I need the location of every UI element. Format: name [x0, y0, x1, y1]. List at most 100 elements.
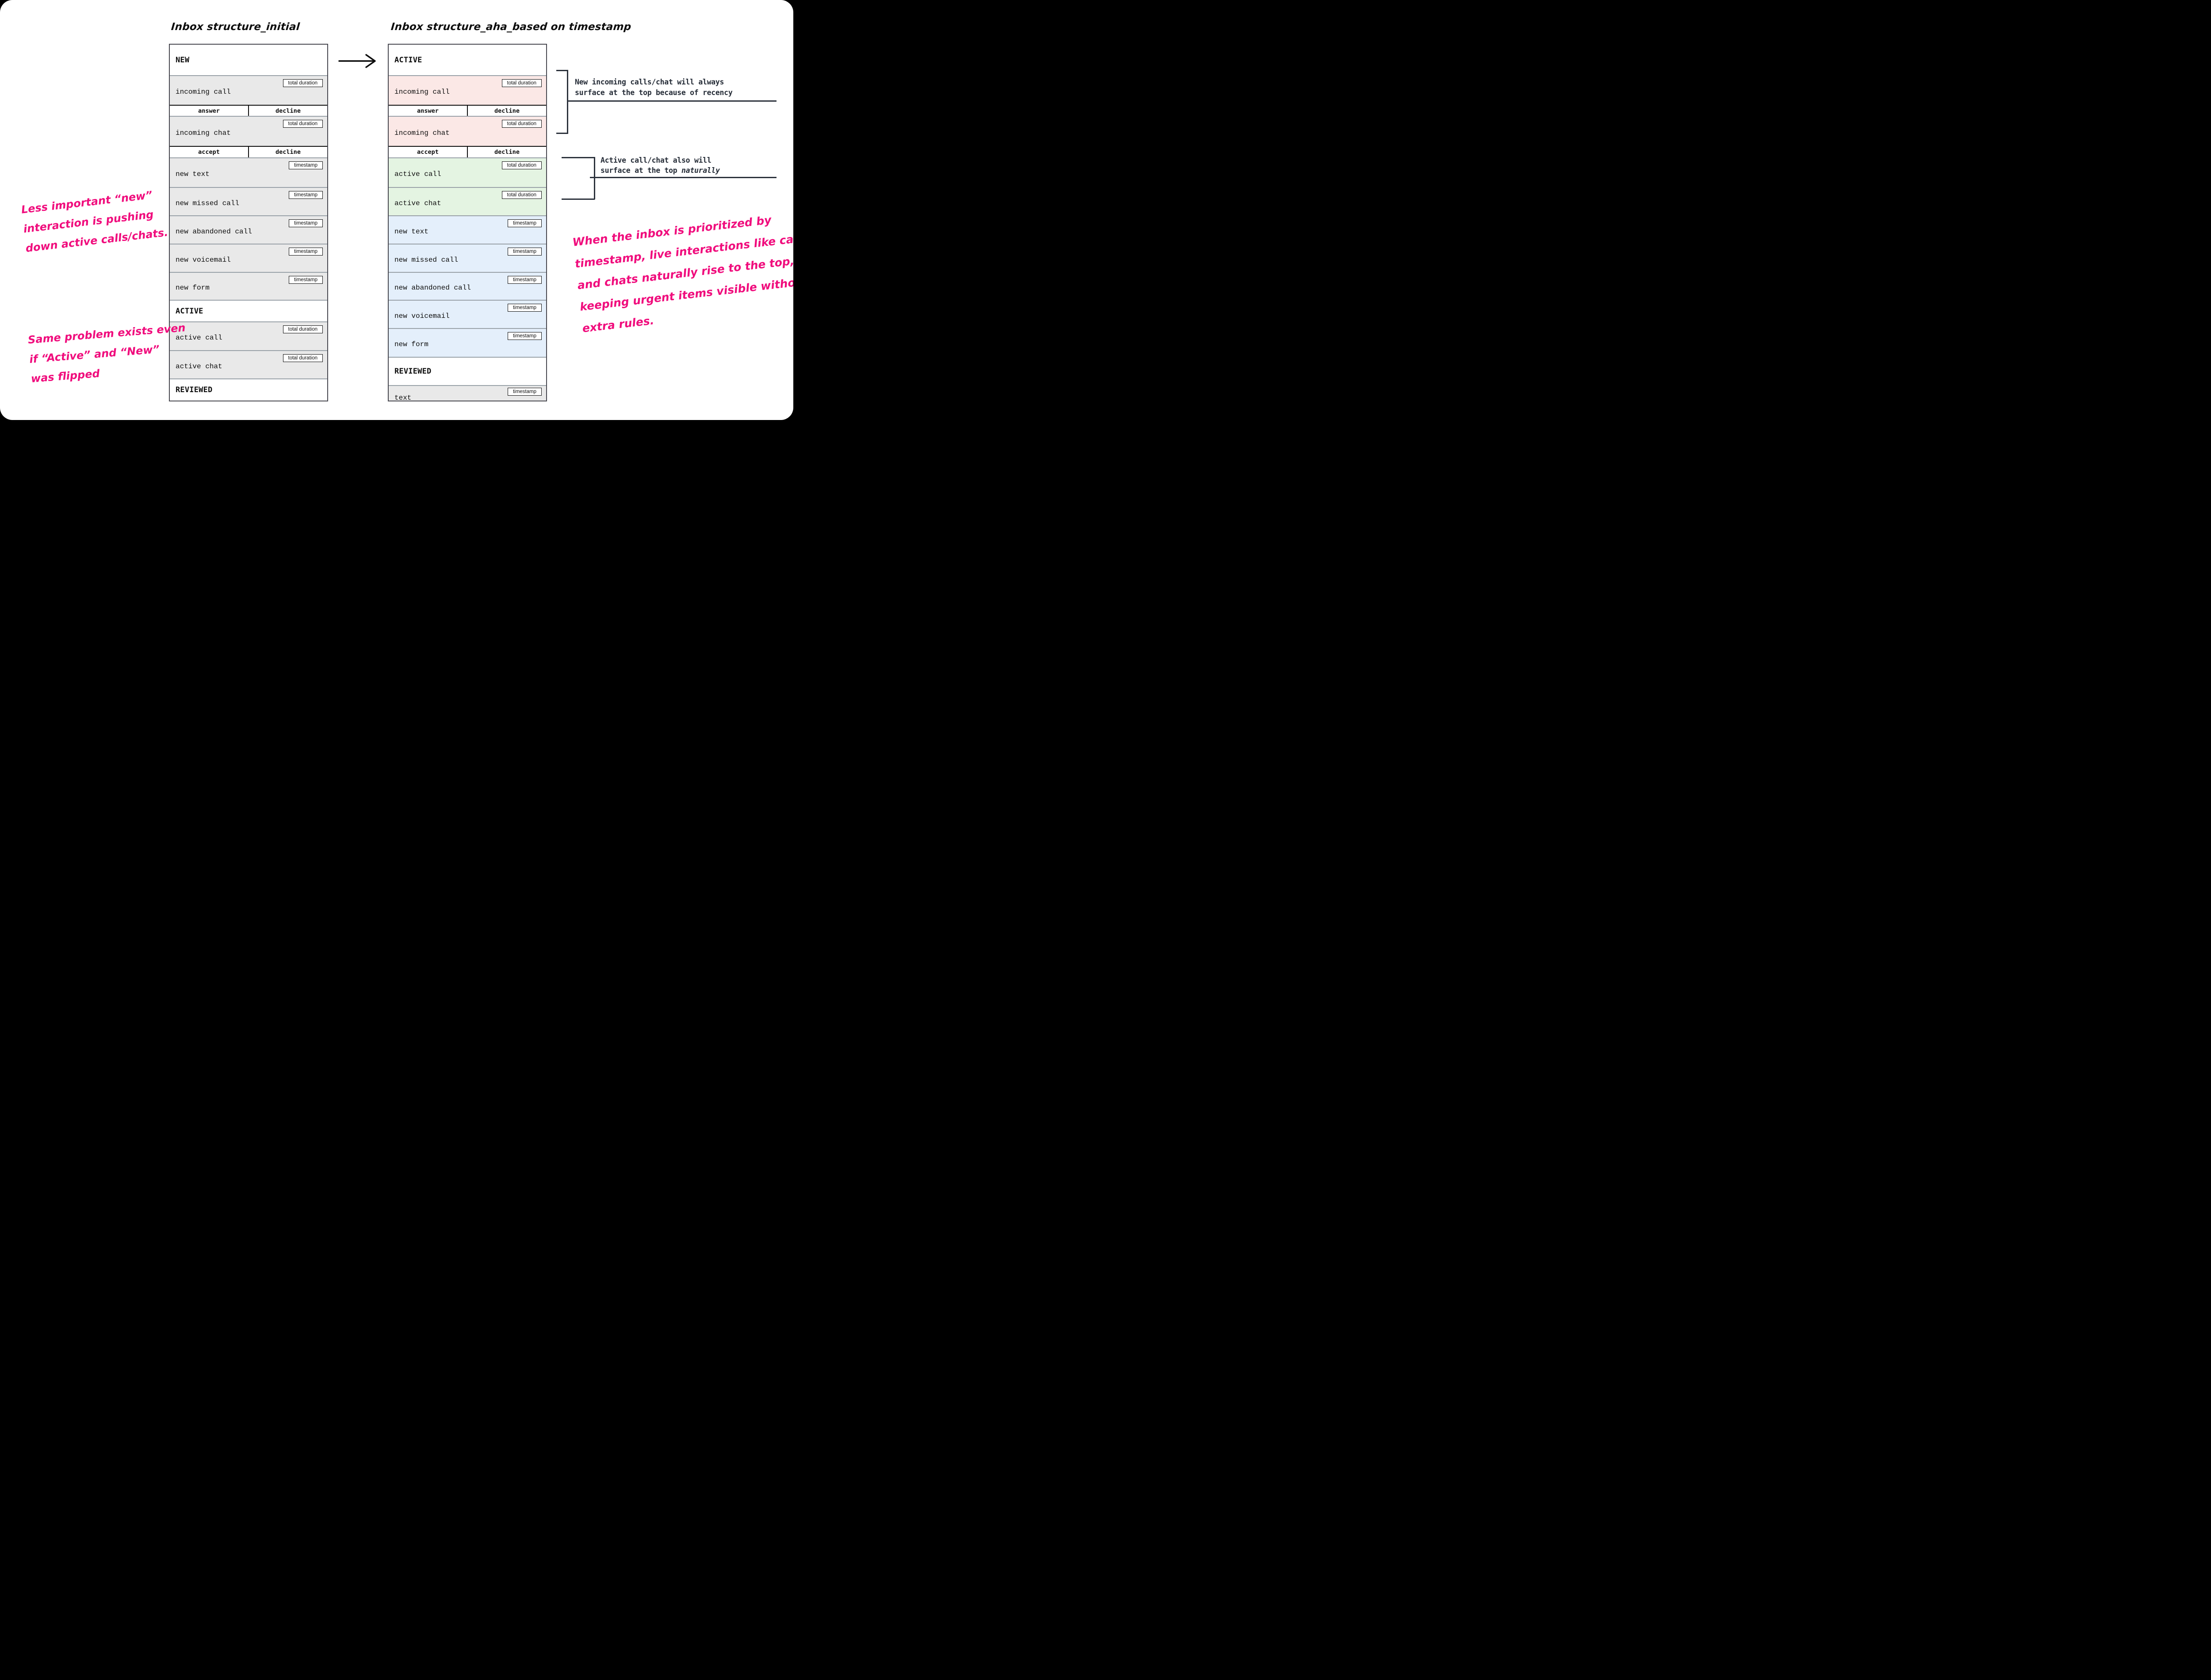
item-label: new text — [176, 170, 210, 179]
canvas: Inbox structure_initial Inbox structure_… — [0, 0, 793, 420]
bracket-naturally-top-tick — [562, 157, 595, 158]
inbox-item-row: incoming chat total duration — [170, 116, 327, 146]
meta-badge: timestamp — [288, 276, 323, 284]
inbox-item-row: new missed call timestamp — [170, 187, 327, 215]
inbox-item-row: new missed call timestamp — [389, 244, 546, 272]
decline-button[interactable]: decline — [467, 147, 546, 157]
meta-badge: total duration — [283, 79, 323, 87]
section-label: REVIEWED — [394, 367, 432, 376]
inbox-item-row: incoming chat total duration — [389, 116, 546, 146]
handwritten-note-pushing-down: Less important “new”interaction is pushi… — [20, 184, 169, 258]
item-label: active chat — [394, 199, 441, 207]
inbox-item-row: incoming call total duration — [170, 75, 327, 105]
inbox-section-header: ACTIVE — [170, 300, 327, 321]
italic-word: naturally — [681, 166, 720, 175]
answer-button[interactable]: answer — [198, 107, 220, 115]
item-label: new voicemail — [176, 256, 231, 264]
item-label: new form — [176, 284, 210, 292]
inbox-item-row: new voicemail timestamp — [389, 300, 546, 328]
diagram-title-initial: Inbox structure_initial — [170, 21, 301, 33]
item-label: text — [394, 394, 412, 401]
inbox-item-row: text timestamp — [389, 385, 546, 401]
inbox-item-row: new form timestamp — [170, 272, 327, 300]
meta-badge: timestamp — [288, 248, 323, 256]
item-label: new abandoned call — [394, 284, 471, 292]
bracket-naturally-connector — [590, 177, 777, 178]
section-label: ACTIVE — [394, 55, 422, 65]
meta-badge: total duration — [283, 325, 323, 333]
inbox-item-row: new text timestamp — [170, 157, 327, 187]
bracket-naturally-bottom-tick — [562, 199, 595, 200]
bracket-recency-vertical — [567, 70, 568, 134]
section-label: ACTIVE — [176, 306, 203, 316]
note-line: New incoming calls/chat will always — [575, 78, 724, 86]
item-label: new missed call — [176, 199, 240, 207]
item-label: new voicemail — [394, 312, 450, 320]
item-label: active chat — [176, 362, 222, 370]
inbox-item-row: active call total duration — [389, 157, 546, 187]
item-label: incoming chat — [394, 129, 450, 137]
meta-badge: timestamp — [288, 219, 323, 227]
accept-button[interactable]: accept — [417, 149, 439, 156]
diagram-title-timestamp: Inbox structure_aha_based on timestamp — [390, 21, 632, 33]
answer-button[interactable]: answer — [417, 107, 439, 115]
meta-badge: timestamp — [507, 304, 542, 312]
meta-badge: timestamp — [507, 219, 542, 227]
bracket-recency-connector — [567, 100, 777, 102]
section-label: NEW — [176, 55, 190, 65]
note-line: surface at the top because of recency — [575, 88, 733, 97]
arrow-right-icon — [338, 54, 376, 68]
inbox-item-row: new voicemail timestamp — [170, 244, 327, 272]
meta-badge: total duration — [501, 79, 542, 87]
inbox-section-header: REVIEWED — [170, 378, 327, 401]
item-label: incoming call — [394, 88, 450, 96]
inbox-action-row: accept decline — [170, 146, 327, 157]
inbox-item-row: new abandoned call timestamp — [170, 215, 327, 244]
inbox-section-header: ACTIVE — [389, 45, 546, 75]
meta-badge: timestamp — [507, 388, 542, 396]
meta-badge: total duration — [283, 120, 323, 128]
inbox-action-row: accept decline — [389, 146, 546, 157]
meta-badge: total duration — [501, 161, 542, 169]
inbox-structure-timestamp: ACTIVE incoming call total duration answer d… — [388, 44, 547, 401]
item-label: incoming call — [176, 88, 231, 96]
meta-badge: total duration — [501, 191, 542, 199]
item-label: new missed call — [394, 256, 459, 264]
side-note-recency: New incoming calls/chat will always surfa… — [575, 77, 733, 98]
decline-button[interactable]: decline — [467, 106, 546, 116]
section-label: REVIEWED — [176, 386, 213, 394]
accept-button[interactable]: accept — [198, 149, 220, 156]
bracket-recency-bottom-tick — [556, 133, 568, 134]
inbox-item-row: new text timestamp — [389, 215, 546, 244]
inbox-action-row: answer decline — [170, 105, 327, 116]
item-label: new abandoned call — [176, 227, 252, 236]
side-note-line: Active call/chat also will — [601, 156, 711, 164]
item-label: new text — [394, 227, 428, 236]
bracket-recency-top-tick — [556, 70, 568, 71]
meta-badge: timestamp — [288, 191, 323, 199]
meta-badge: timestamp — [507, 276, 542, 284]
inbox-section-header: REVIEWED — [389, 357, 546, 385]
inbox-action-row: answer decline — [389, 105, 546, 116]
inbox-section-header: NEW — [170, 45, 327, 75]
meta-badge: total duration — [501, 120, 542, 128]
meta-badge: timestamp — [288, 161, 323, 169]
inbox-item-row: active chat total duration — [389, 187, 546, 215]
item-label: active call — [176, 334, 222, 342]
item-label: new form — [394, 340, 428, 349]
bracket-naturally-vertical — [594, 157, 595, 199]
inbox-item-row: active call total duration — [170, 321, 327, 350]
item-label: incoming chat — [176, 129, 231, 137]
inbox-item-row: new abandoned call timestamp — [389, 272, 546, 300]
decline-button[interactable]: decline — [248, 147, 327, 157]
side-note-line: surface at the top naturally — [601, 166, 720, 175]
side-note-naturally: Active call/chat also will surface at th… — [601, 155, 720, 176]
meta-badge: timestamp — [507, 248, 542, 256]
decline-button[interactable]: decline — [248, 106, 327, 116]
inbox-item-row: incoming call total duration — [389, 75, 546, 105]
item-label: active call — [394, 170, 441, 179]
